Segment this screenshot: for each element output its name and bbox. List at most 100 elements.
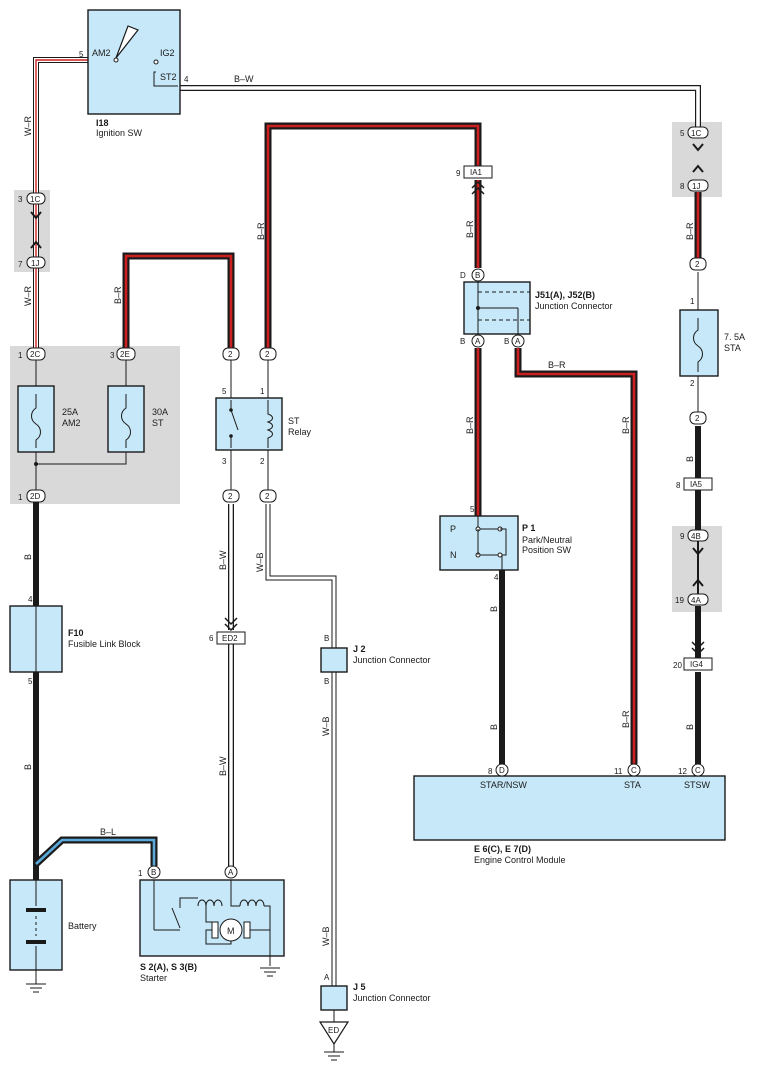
ecm-terminal: STSW bbox=[684, 780, 711, 790]
engine-control-module: 8 D 11 C 12 C STAR/NSW STA STSW E 6(C), … bbox=[413, 763, 726, 865]
component-name: Position SW bbox=[522, 545, 572, 555]
wire-label: B–R bbox=[465, 220, 475, 238]
svg-text:2: 2 bbox=[695, 414, 700, 423]
svg-text:3: 3 bbox=[222, 457, 227, 466]
component-id: S 2(A), S 3(B) bbox=[140, 962, 197, 972]
svg-text:B: B bbox=[151, 868, 156, 877]
connector-relay-bot-left: 2 bbox=[222, 489, 240, 503]
svg-text:12: 12 bbox=[678, 767, 687, 776]
svg-text:5: 5 bbox=[222, 387, 227, 396]
svg-text:M: M bbox=[227, 926, 235, 936]
svg-text:9: 9 bbox=[456, 169, 461, 178]
svg-text:1C: 1C bbox=[691, 129, 701, 138]
ecm-terminal: STAR/NSW bbox=[480, 780, 527, 790]
svg-text:7: 7 bbox=[18, 260, 23, 269]
svg-text:19: 19 bbox=[675, 596, 684, 605]
svg-text:1: 1 bbox=[18, 493, 23, 502]
svg-text:1: 1 bbox=[690, 297, 695, 306]
connector-joint-icon bbox=[692, 547, 704, 587]
svg-text:2: 2 bbox=[265, 350, 270, 359]
connector-2-sta-bot: 2 bbox=[689, 411, 707, 425]
ground-icon bbox=[260, 967, 280, 977]
wire-label: B bbox=[489, 606, 499, 612]
component-id: I18 bbox=[96, 118, 109, 128]
wire-label: B–W bbox=[234, 74, 254, 84]
component-name: Starter bbox=[140, 973, 167, 983]
svg-text:C: C bbox=[695, 766, 701, 775]
component-id: J 5 bbox=[353, 982, 366, 992]
svg-text:A: A bbox=[475, 337, 481, 346]
ground-icon bbox=[26, 983, 46, 993]
component-id: P 1 bbox=[522, 523, 535, 533]
relay-name: ST bbox=[288, 416, 300, 426]
component-name: Battery bbox=[68, 921, 97, 931]
svg-text:1: 1 bbox=[138, 869, 143, 878]
fuse-name: ST bbox=[152, 418, 164, 428]
connector-1j-right: 8 1J bbox=[680, 179, 709, 192]
svg-text:IA5: IA5 bbox=[690, 480, 703, 489]
component-id: F10 bbox=[68, 628, 84, 638]
wire-label: B–R bbox=[465, 416, 475, 434]
ground-triangle-icon bbox=[318, 1021, 350, 1046]
svg-text:8: 8 bbox=[680, 182, 685, 191]
svg-text:A: A bbox=[324, 973, 330, 982]
connector-ed2: 6 ED2 bbox=[209, 617, 246, 645]
component-name: Fusible Link Block bbox=[68, 639, 141, 649]
st-relay: 5 1 ST Relay 3 2 bbox=[215, 360, 312, 490]
connector-1j-left: 7 1J bbox=[18, 256, 46, 269]
fuse-rating: 30A bbox=[152, 407, 168, 417]
svg-text:2: 2 bbox=[228, 350, 233, 359]
wire-label: B bbox=[685, 724, 695, 730]
fuse-icon bbox=[121, 394, 131, 448]
starter-coil-icon bbox=[239, 899, 265, 907]
junction-j2: B B J 2 Junction Connector bbox=[320, 634, 431, 686]
fuse-am2: 25A AM2 bbox=[17, 360, 81, 490]
component-name: Junction Connector bbox=[353, 993, 431, 1003]
chevron-down-icon bbox=[691, 641, 705, 656]
wire-label: B–R bbox=[548, 360, 566, 370]
connector-2c: 1 2C bbox=[18, 347, 46, 361]
wire-label: B–L bbox=[100, 827, 116, 837]
battery: Battery bbox=[9, 879, 97, 993]
wire-label: B–R bbox=[113, 286, 123, 304]
wire-b-w-top bbox=[178, 85, 701, 130]
wire-label: B–W bbox=[218, 550, 228, 570]
junction-j5: A J 5 Junction Connector bbox=[320, 973, 431, 1011]
svg-text:1C: 1C bbox=[30, 195, 40, 204]
wire-label: W–B bbox=[321, 716, 331, 736]
svg-text:1J: 1J bbox=[692, 182, 700, 191]
svg-text:B: B bbox=[324, 677, 329, 686]
component-name: Junction Connector bbox=[353, 655, 431, 665]
svg-text:B: B bbox=[460, 337, 465, 346]
wire-label: W–B bbox=[255, 552, 265, 572]
component-id: J 2 bbox=[353, 644, 366, 654]
svg-text:8: 8 bbox=[676, 481, 681, 490]
svg-text:2C: 2C bbox=[30, 350, 40, 359]
starter-switch-icon bbox=[171, 907, 181, 929]
svg-text:B: B bbox=[475, 271, 480, 280]
connector-ia1: 9 IA1 bbox=[456, 165, 493, 195]
wire-b-r-relay-ia1 bbox=[264, 122, 482, 352]
wire-label: W–R bbox=[23, 116, 33, 137]
svg-text:A: A bbox=[228, 868, 234, 877]
ign-terminal-am2: AM2 bbox=[92, 48, 111, 58]
connector-2d: 1 2D bbox=[18, 489, 46, 503]
component-name: Ignition SW bbox=[96, 128, 143, 138]
connector-1c-right: 5 1C bbox=[680, 126, 709, 139]
wire-label: B bbox=[685, 456, 695, 462]
connector-ia5: 8 IA5 bbox=[676, 477, 713, 491]
chevron-down-icon bbox=[224, 617, 238, 632]
wire-label: W–B bbox=[321, 926, 331, 946]
starter: 1 B A M S 2(A), S 3(B) Starter bbox=[138, 865, 285, 983]
svg-text:C: C bbox=[631, 766, 637, 775]
pin-number: 4 bbox=[184, 75, 189, 84]
svg-text:P: P bbox=[450, 524, 456, 534]
ign-terminal-ig2: IG2 bbox=[160, 48, 175, 58]
svg-text:5: 5 bbox=[28, 677, 33, 686]
svg-text:2: 2 bbox=[695, 260, 700, 269]
connector-relay-top-left: 2 bbox=[222, 347, 240, 361]
svg-text:2E: 2E bbox=[120, 350, 130, 359]
component-name: Park/Neutral bbox=[522, 535, 572, 545]
fusible-link-block: 4 5 F10 Fusible Link Block bbox=[9, 595, 141, 686]
